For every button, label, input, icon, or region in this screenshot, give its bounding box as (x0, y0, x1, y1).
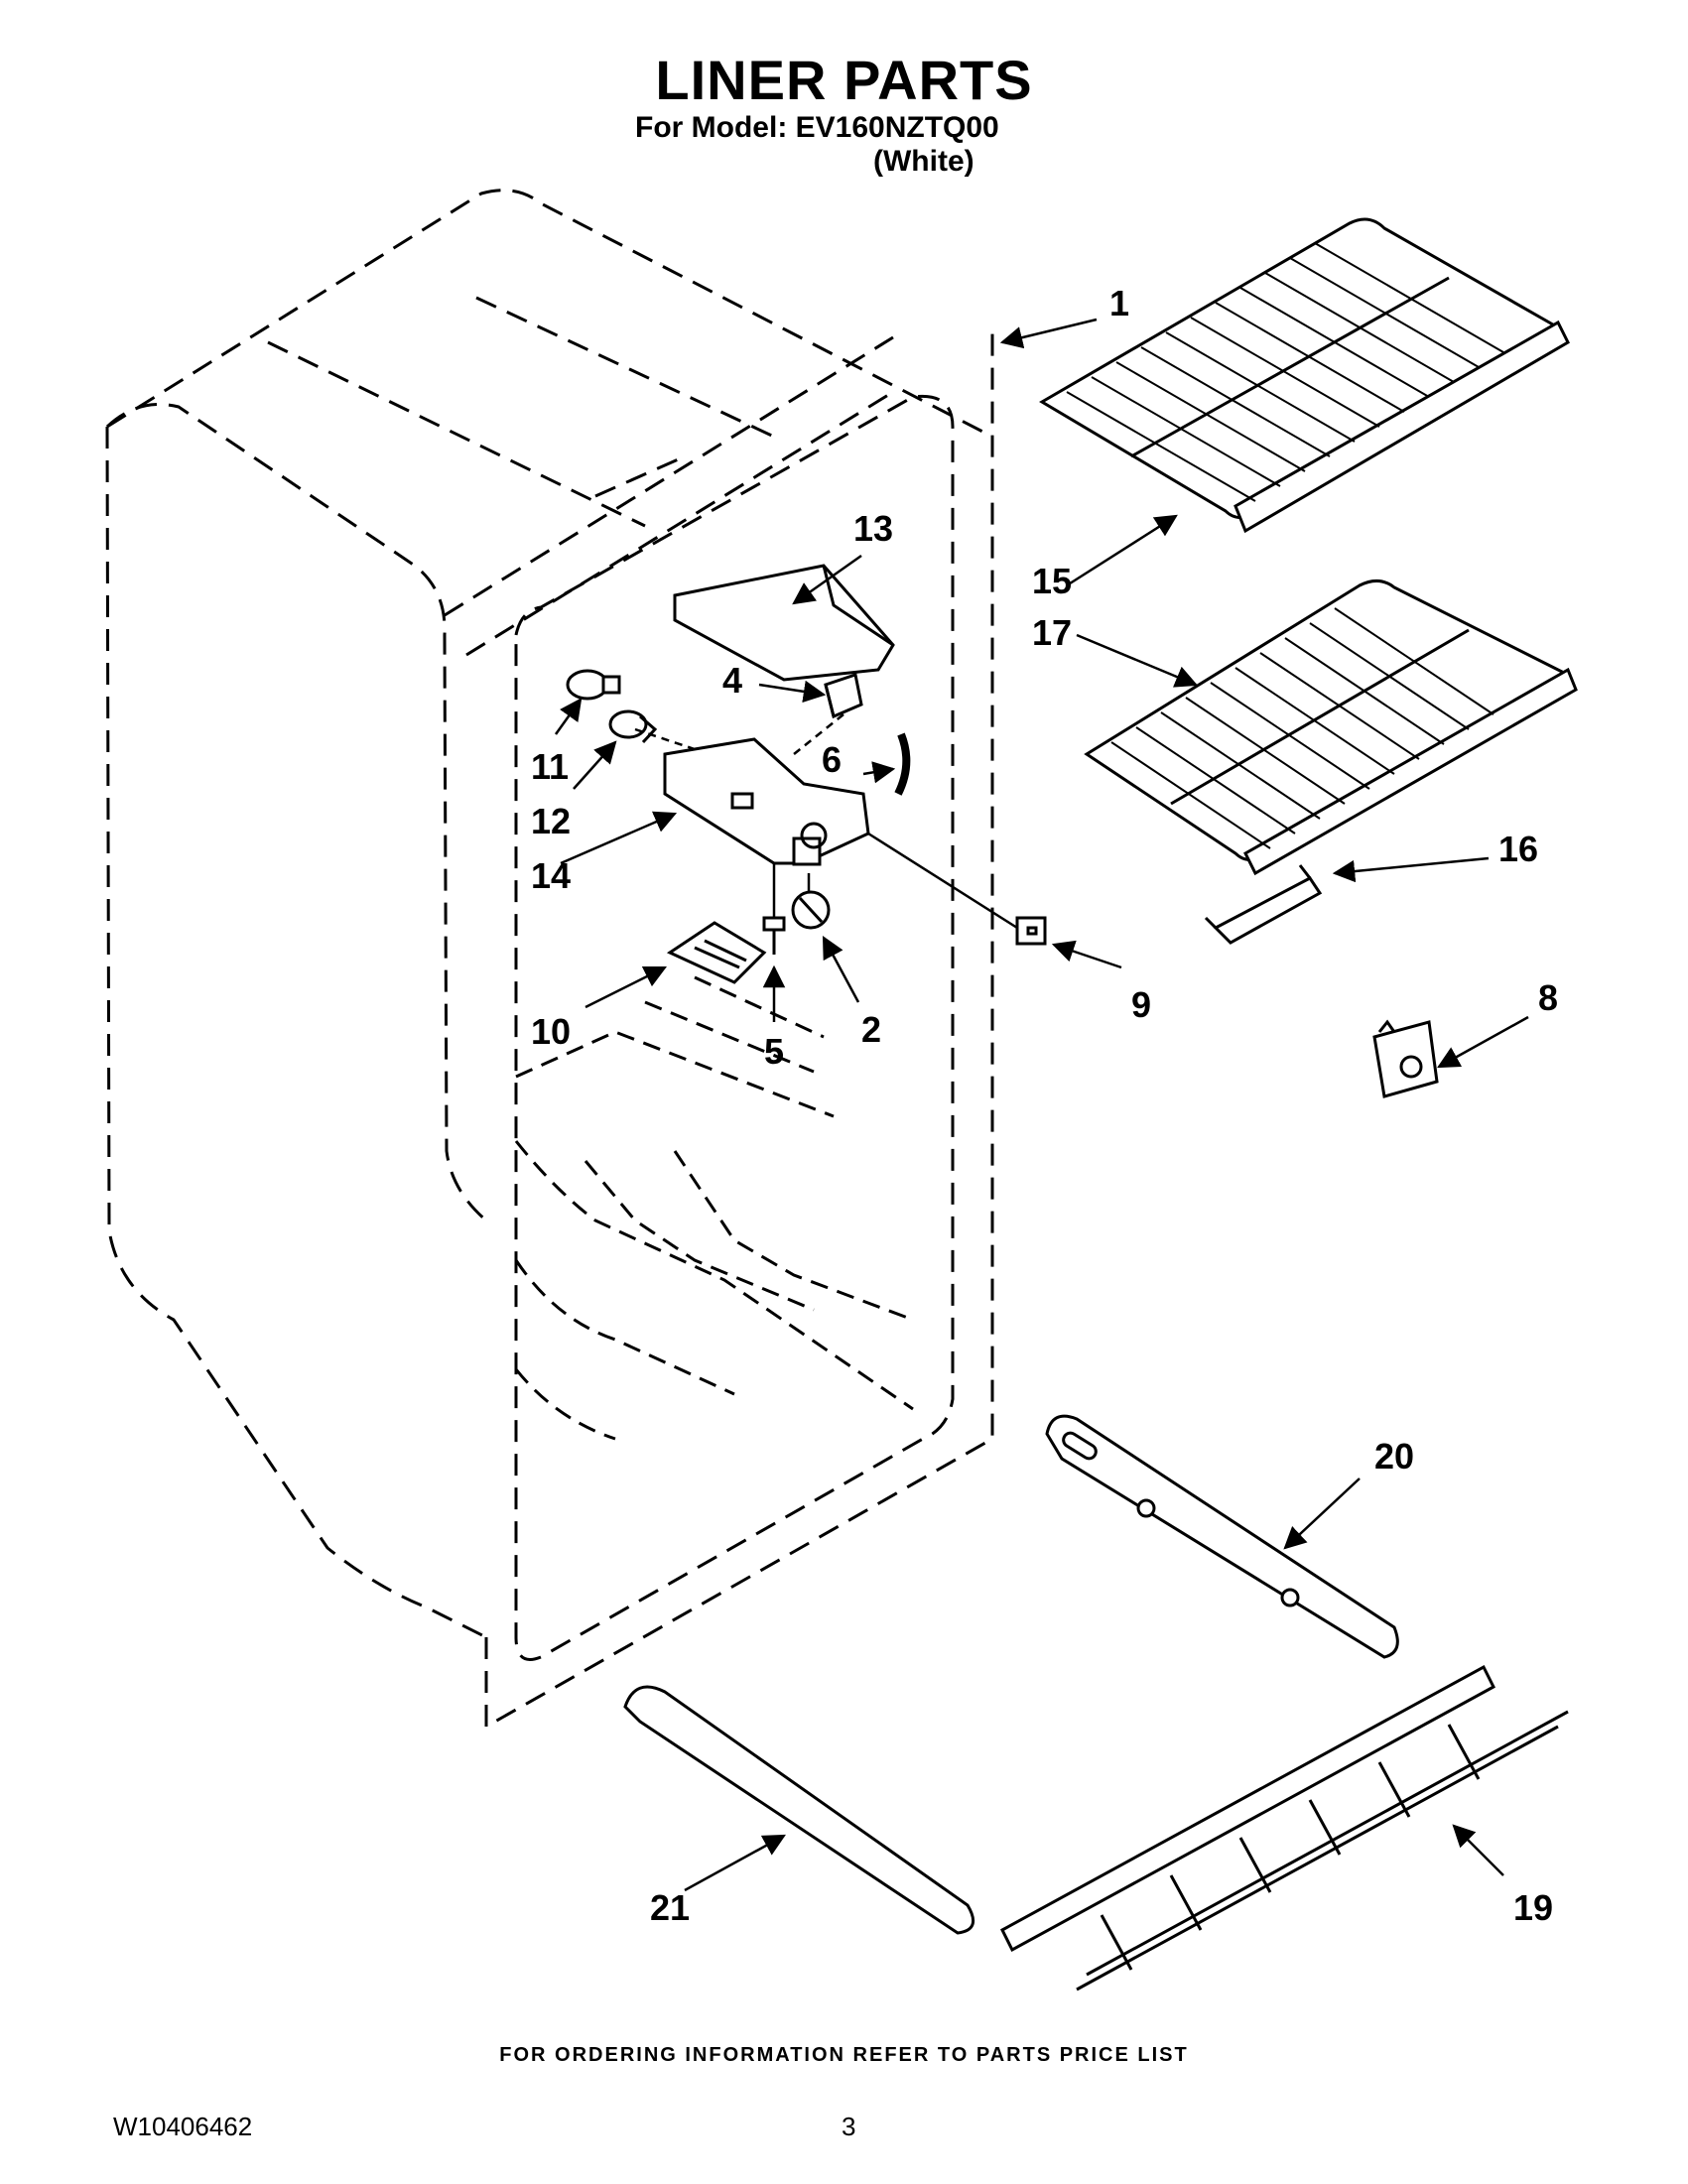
color-variant: (White) (873, 145, 974, 178)
callout-10: 10 (531, 1011, 571, 1052)
part-11-bulb (566, 669, 621, 701)
callout-9: 9 (1131, 984, 1151, 1025)
page-number: 3 (842, 2112, 856, 2141)
cabinet-outline (105, 189, 994, 1730)
part-10-lens (666, 921, 767, 984)
callout-leaders (554, 318, 1529, 1892)
callout-4: 4 (722, 660, 742, 701)
part-17-shelf-wires (1110, 607, 1494, 849)
part-20-slide-rail (1045, 1414, 1399, 1659)
part-13-light-shield (673, 564, 895, 682)
part-17-lower-shelf (1084, 579, 1578, 876)
part-2-knob (791, 890, 831, 930)
part-14-light-housing (663, 737, 870, 866)
callout-17: 17 (1032, 612, 1072, 653)
part-5-screw (762, 916, 786, 955)
ordering-note: FOR ORDERING INFORMATION REFER TO PARTS … (499, 2044, 1189, 2066)
part-16-bracket (1204, 864, 1323, 945)
callout-8: 8 (1538, 977, 1558, 1018)
part-12-socket (608, 709, 658, 744)
page-title: LINER PARTS (655, 49, 1033, 111)
callout-20: 20 (1374, 1436, 1414, 1477)
callout-11: 11 (531, 746, 569, 787)
callout-21: 21 (650, 1887, 690, 1928)
part-15-upper-shelf (1039, 217, 1570, 534)
part-9-switch (1015, 916, 1047, 946)
callout-1: 1 (1109, 283, 1129, 323)
callout-12: 12 (531, 801, 571, 841)
callout-15: 15 (1032, 561, 1072, 601)
part-21-handle (623, 1685, 975, 1935)
model-line: For Model: EV160NZTQ00 (635, 111, 999, 144)
callout-6: 6 (822, 739, 842, 780)
part-8-control (1372, 1019, 1439, 1098)
callout-19: 19 (1513, 1887, 1553, 1928)
callout-2: 2 (861, 1009, 881, 1050)
part-6-tube (894, 732, 911, 796)
part-4-switch (824, 673, 863, 719)
callout-16: 16 (1498, 829, 1538, 869)
callout-numbers: 1 2 4 5 6 8 9 10 11 12 13 14 15 16 17 19… (531, 283, 1558, 1928)
part-15-shelf-wires (1066, 242, 1504, 502)
part-19-rack (1000, 1664, 1569, 1991)
callout-14: 14 (531, 855, 571, 896)
callout-13: 13 (853, 508, 893, 549)
document-number: W10406462 (113, 2112, 253, 2141)
cabinet-shelf-ribs (514, 975, 914, 1441)
callout-5: 5 (764, 1031, 784, 1072)
